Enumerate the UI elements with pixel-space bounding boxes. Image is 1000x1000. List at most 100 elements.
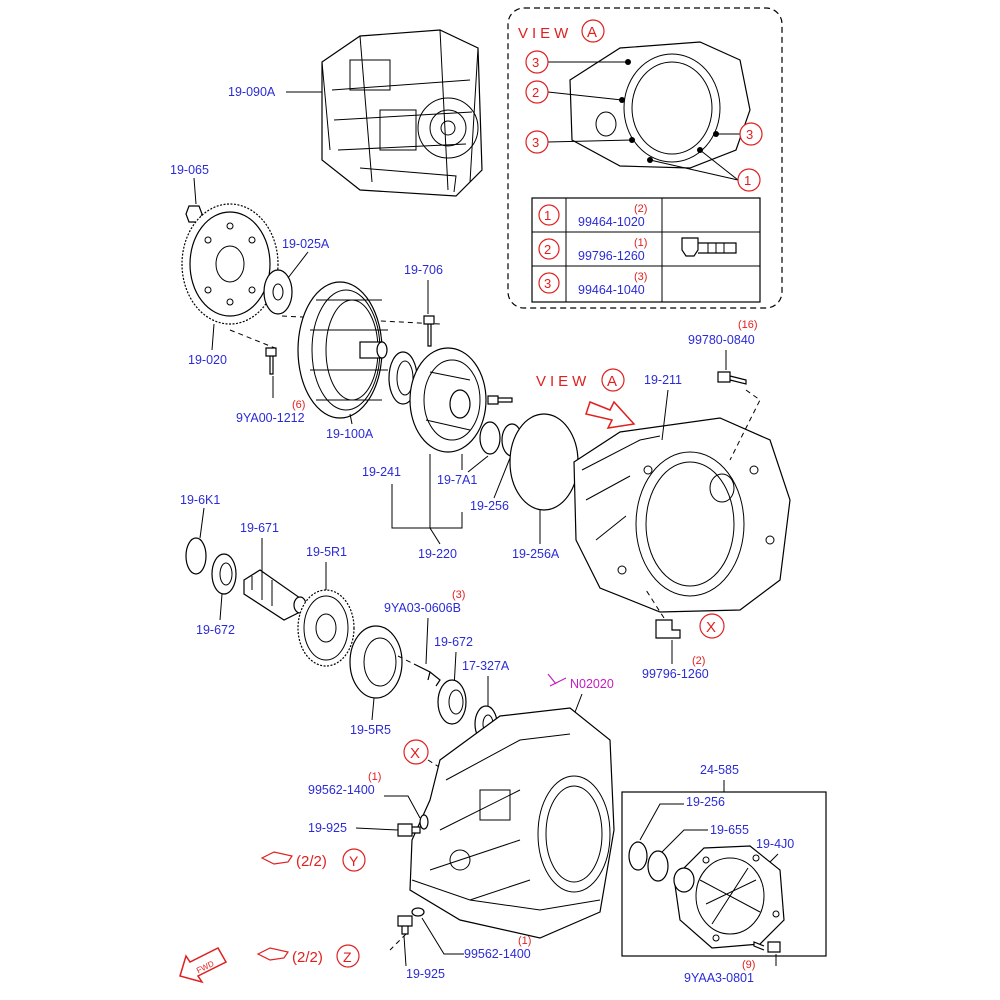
o-ring-19-256A bbox=[509, 413, 579, 511]
gear-19-5R1 bbox=[297, 589, 355, 667]
drive-plate-19-020 bbox=[181, 203, 279, 325]
marker-z bbox=[336, 944, 360, 968]
qty-9YA00-1212: (6) bbox=[292, 399, 305, 411]
ref-hand-icon-z bbox=[256, 947, 289, 961]
table-row-3-num bbox=[538, 272, 560, 294]
table-row-1-num bbox=[538, 204, 560, 226]
bolt-9YAA3-0801 bbox=[753, 941, 781, 953]
label-9YAA3-0801[interactable]: 9YAA3-0801 bbox=[684, 971, 754, 985]
label-19-925-top[interactable]: 19-925 bbox=[308, 821, 347, 835]
table-row-2-qty: (1) bbox=[634, 237, 647, 249]
bolt-99780-0840 bbox=[717, 371, 747, 385]
label-9YA03-0606B[interactable]: 9YA03-0606B bbox=[384, 601, 461, 615]
view-a-box-title: VIEW bbox=[518, 25, 572, 42]
label-19-5R5[interactable]: 19-5R5 bbox=[350, 723, 391, 737]
view-a-arrow-letter: A bbox=[607, 373, 617, 390]
ref-y-page[interactable]: (2/2) bbox=[296, 853, 327, 870]
marker-x-lower-letter: X bbox=[410, 745, 420, 762]
qty-99562-1400-bottom: (1) bbox=[518, 935, 531, 947]
label-19-065[interactable]: 19-065 bbox=[170, 163, 209, 177]
label-19-211[interactable]: 19-211 bbox=[644, 373, 682, 387]
label-19-220[interactable]: 19-220 bbox=[418, 547, 457, 561]
marker-x-lower bbox=[403, 739, 429, 765]
qty-99562-1400-top: (1) bbox=[368, 771, 381, 783]
label-19-256-mid[interactable]: 19-256 bbox=[470, 499, 509, 513]
view-a-callout-1 bbox=[737, 168, 761, 192]
snap-ring-19-6K1 bbox=[185, 537, 207, 575]
label-99562-1400-top[interactable]: 99562-1400 bbox=[308, 783, 375, 797]
bolt-99796-1260 bbox=[655, 619, 681, 639]
label-24-585[interactable]: 24-585 bbox=[700, 763, 739, 777]
marker-y bbox=[342, 848, 366, 872]
label-19-672-left[interactable]: 19-672 bbox=[196, 623, 235, 637]
label-17-327A[interactable]: 17-327A bbox=[462, 659, 510, 673]
table-row-3-num-text: 3 bbox=[544, 276, 551, 291]
table-row-2-part[interactable]: 99796-1260 bbox=[578, 249, 645, 263]
label-19-020[interactable]: 19-020 bbox=[188, 353, 227, 367]
label-19-925-bottom[interactable]: 19-925 bbox=[406, 967, 445, 981]
plate-19-5R5 bbox=[349, 625, 403, 699]
ref-N02020[interactable]: N02020 bbox=[570, 677, 614, 691]
view-a-case-drawing bbox=[569, 41, 751, 169]
washer-99562-1400-bottom bbox=[411, 907, 425, 917]
label-19-100A[interactable]: 19-100A bbox=[326, 427, 374, 441]
qty-9YAA3-0801: (9) bbox=[742, 959, 755, 971]
washer-99562-1400-top bbox=[419, 814, 429, 830]
table-row-2-num bbox=[538, 238, 560, 260]
marker-z-letter: Z bbox=[343, 949, 352, 965]
kit-box-24-585 bbox=[621, 791, 827, 957]
ref-hand-icon-y bbox=[260, 851, 293, 865]
bearing-19-672-mid bbox=[437, 679, 467, 725]
transaxle-assembly-drawing bbox=[321, 29, 483, 197]
view-a-callout-2 bbox=[525, 80, 549, 104]
label-19-5R1[interactable]: 19-5R1 bbox=[306, 545, 347, 559]
bolt-19-706 bbox=[423, 315, 435, 347]
label-19-256-box[interactable]: 19-256 bbox=[686, 795, 725, 809]
fwd-arrow-icon: FWD bbox=[179, 947, 228, 984]
label-19-241[interactable]: 19-241 bbox=[362, 465, 401, 479]
table-row-1-part[interactable]: 99464-1020 bbox=[578, 215, 645, 229]
table-row-1-num-text: 1 bbox=[544, 208, 551, 223]
view-a-callout-3-top-text: 3 bbox=[532, 55, 539, 70]
marker-x-right bbox=[699, 613, 725, 639]
view-a-box-letter: A bbox=[587, 24, 597, 41]
bearing-19-672-left bbox=[211, 553, 237, 595]
qty-99780-0840: (16) bbox=[738, 319, 758, 331]
plate-19-025A bbox=[263, 269, 293, 315]
bolt-pump-side bbox=[487, 395, 513, 405]
view-a-arrow-circle bbox=[601, 368, 625, 392]
plug-19-925-top bbox=[397, 823, 421, 837]
label-19-6K1[interactable]: 19-6K1 bbox=[180, 493, 220, 507]
view-a-detail-box bbox=[507, 7, 783, 309]
ref-z-page[interactable]: (2/2) bbox=[292, 949, 323, 966]
view-a-callout-1-text: 1 bbox=[744, 173, 751, 188]
bolt-9YA03-0606B bbox=[413, 663, 441, 687]
table-row-2-num-text: 2 bbox=[544, 242, 551, 257]
table-row-3-part[interactable]: 99464-1040 bbox=[578, 283, 645, 297]
label-9YA00-1212[interactable]: 9YA00-1212 bbox=[236, 411, 305, 425]
o-ring-19-7A1 bbox=[479, 421, 501, 455]
cover-19-4J0 bbox=[673, 845, 785, 949]
label-19-672-mid[interactable]: 19-672 bbox=[434, 635, 473, 649]
view-a-callout-3-right-text: 3 bbox=[746, 127, 753, 142]
label-19-706[interactable]: 19-706 bbox=[404, 263, 443, 277]
transaxle-case-19-211 bbox=[573, 417, 791, 613]
label-19-256A[interactable]: 19-256A bbox=[512, 547, 560, 561]
shaft-19-671 bbox=[243, 569, 307, 621]
label-99780-0840[interactable]: 99780-0840 bbox=[688, 333, 755, 347]
view-a-box-circle bbox=[581, 19, 605, 43]
label-19-025A[interactable]: 19-025A bbox=[282, 237, 330, 251]
label-19-090A[interactable]: 19-090A bbox=[228, 85, 276, 99]
label-19-7A1[interactable]: 19-7A1 bbox=[437, 473, 477, 487]
label-99796-1260[interactable]: 99796-1260 bbox=[642, 667, 709, 681]
view-a-callout-3-top bbox=[525, 50, 549, 74]
table-row-1-qty: (2) bbox=[634, 203, 647, 215]
label-99562-1400-bottom[interactable]: 99562-1400 bbox=[464, 947, 531, 961]
marker-y-letter: Y bbox=[349, 853, 359, 869]
lower-case-drawing bbox=[409, 707, 615, 939]
view-direction-arrow bbox=[585, 400, 636, 429]
label-19-655[interactable]: 19-655 bbox=[710, 823, 749, 837]
label-19-4J0[interactable]: 19-4J0 bbox=[756, 837, 794, 851]
bolt-9YA00-1212 bbox=[265, 347, 277, 375]
label-19-671[interactable]: 19-671 bbox=[240, 521, 279, 535]
